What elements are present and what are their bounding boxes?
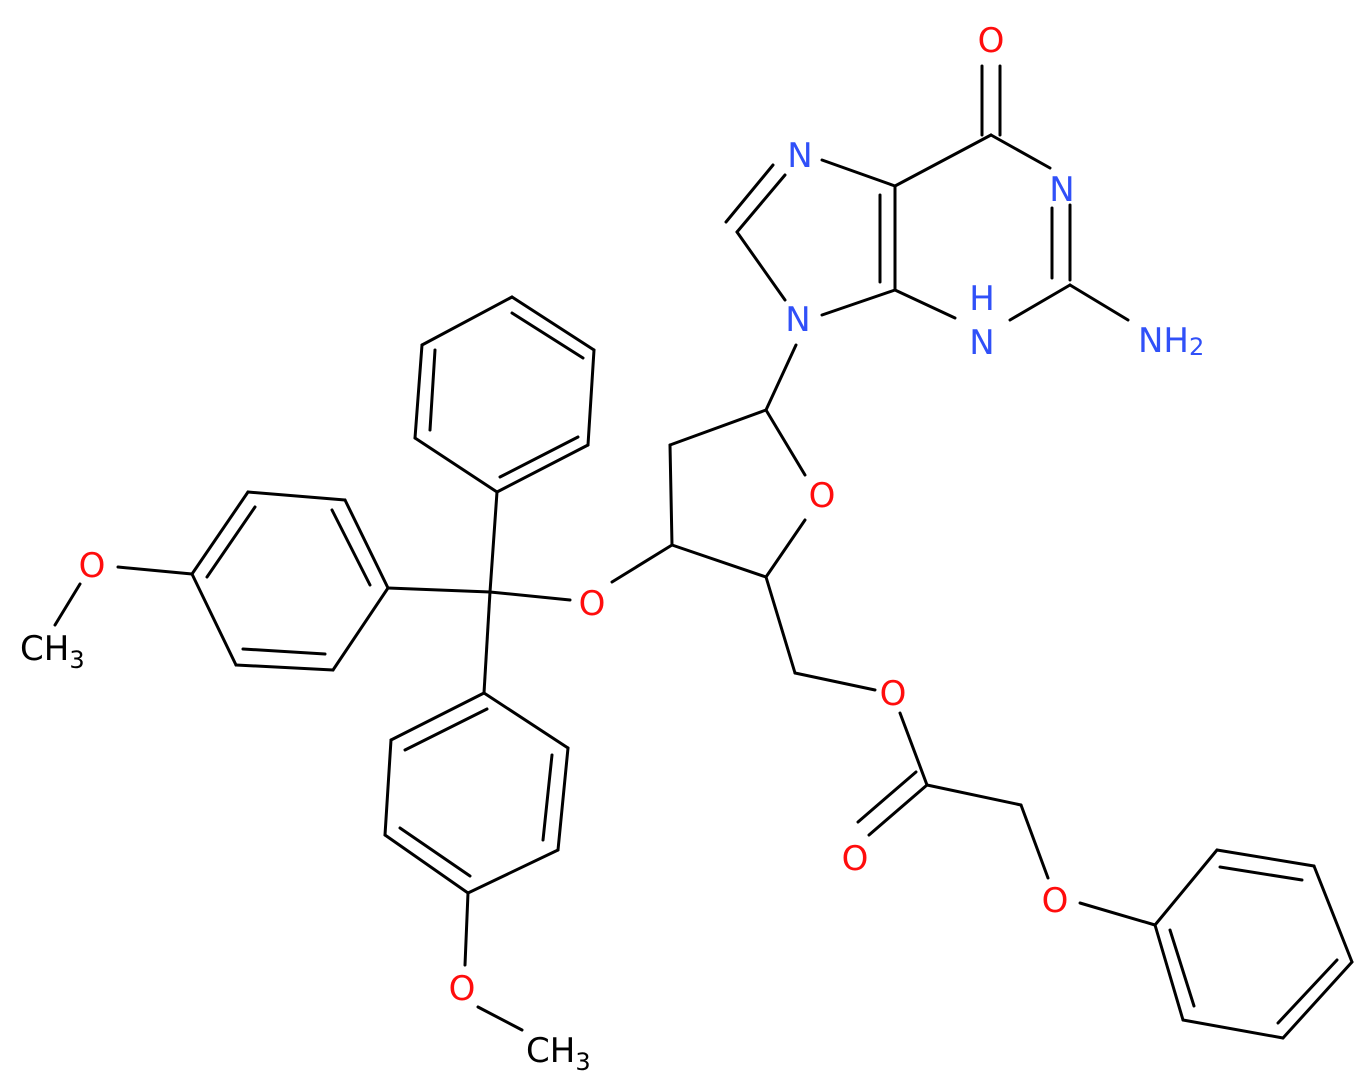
bond (386, 586, 492, 594)
bond (53, 582, 82, 627)
bond (420, 295, 514, 347)
bond (428, 348, 437, 432)
bond (668, 443, 674, 547)
amino-group-symbol: NH (1138, 321, 1189, 361)
oxygen-atom: O (809, 476, 836, 516)
bond (820, 288, 897, 317)
bond (793, 671, 877, 692)
methyl-group-subscript: 3 (69, 646, 84, 674)
hydrogen-atom: H (969, 279, 995, 319)
methyl-group-symbol: CH (20, 629, 69, 669)
oxygen-atom: O (1042, 881, 1069, 921)
bond (466, 848, 560, 895)
bond (246, 490, 347, 502)
bond (856, 770, 918, 824)
bond (989, 133, 1052, 170)
nitrogen-atom: N (1049, 170, 1074, 210)
bond (330, 508, 372, 587)
bond (389, 691, 486, 742)
methyl-group-subscript: 3 (575, 1048, 590, 1076)
bond (724, 163, 775, 224)
bond (1153, 848, 1219, 927)
bond (735, 230, 787, 302)
bond (764, 575, 797, 675)
bond (1168, 928, 1196, 1008)
bond (510, 295, 596, 352)
bond (205, 505, 257, 579)
bond (1068, 283, 1130, 322)
nitrogen-atom: N (787, 136, 812, 176)
bond (735, 173, 787, 234)
bond (398, 826, 472, 878)
oxygen-atom: O (79, 546, 106, 586)
amino-group-subscript: 2 (1189, 333, 1204, 361)
bond (541, 753, 554, 842)
bond (1008, 283, 1072, 322)
atom-labels: O N N N H N NH2 O O O O O O CH3 O CH3 (20, 21, 1204, 1076)
bond (234, 663, 335, 672)
bond (820, 158, 897, 188)
bond (1281, 960, 1354, 1040)
bond (1078, 901, 1157, 927)
bond (610, 543, 674, 584)
bond (586, 348, 596, 447)
bond (893, 133, 993, 188)
bond (670, 543, 768, 579)
bond (1218, 865, 1304, 882)
oxygen-atom: O (449, 969, 476, 1009)
bond (898, 711, 929, 787)
bond (1153, 923, 1185, 1022)
bond (867, 783, 929, 837)
bond (764, 518, 807, 579)
bond (331, 586, 390, 672)
bond (1215, 848, 1316, 868)
bond (510, 311, 585, 360)
bond (190, 572, 238, 667)
bond (463, 891, 470, 967)
bond (488, 490, 499, 594)
bond (482, 590, 492, 695)
bond (764, 343, 798, 412)
bond (476, 1005, 524, 1032)
bonds (53, 64, 1354, 1040)
bond (383, 833, 470, 895)
bond (241, 647, 327, 656)
bond (190, 490, 250, 576)
bond (925, 783, 1023, 807)
methyl-group-symbol: CH (526, 1031, 575, 1071)
bond (482, 691, 570, 750)
bond (116, 565, 194, 576)
bond (1276, 958, 1339, 1025)
bond (668, 408, 768, 447)
bond (413, 343, 424, 440)
bond (1019, 803, 1050, 880)
methyl-group: CH3 (526, 1031, 591, 1076)
bond (413, 436, 499, 494)
methyl-group: CH3 (20, 629, 85, 674)
bond (1181, 1018, 1285, 1040)
bond (403, 707, 489, 752)
bond (764, 408, 807, 477)
amino-group: NH2 (1138, 321, 1204, 361)
bond (893, 288, 957, 320)
bond (343, 498, 390, 590)
oxygen-atom: O (842, 839, 869, 879)
bond (498, 435, 580, 479)
bond (495, 443, 590, 494)
oxygen-atom: O (880, 674, 907, 714)
nitrogen-atom: N (969, 323, 994, 363)
bond (556, 746, 570, 852)
oxygen-atom: O (978, 21, 1005, 61)
bond (488, 590, 572, 602)
nitrogen-atom: N (785, 300, 810, 340)
bond (1312, 864, 1354, 964)
oxygen-atom: O (579, 584, 606, 624)
bond (383, 738, 393, 837)
